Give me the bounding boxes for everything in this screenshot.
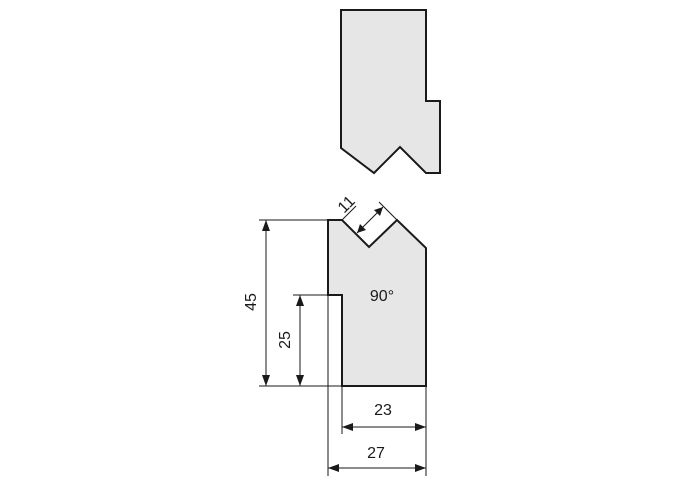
lower-die — [327, 218, 427, 387]
base-width-dimension: 27 — [328, 445, 426, 472]
total-height-dimension: 45 — [243, 219, 342, 387]
upper-punch — [340, 9, 441, 175]
top-width-dimension: 23 — [342, 402, 426, 431]
step-height-dimension: 25 — [277, 294, 328, 386]
top-width-label: 23 — [374, 402, 392, 419]
base-width-label: 27 — [367, 445, 385, 462]
v-opening-label: 11 — [335, 193, 359, 217]
v-angle-label: 90° — [370, 288, 394, 305]
step-height-label: 25 — [277, 331, 294, 349]
total-height-label: 45 — [243, 293, 260, 311]
